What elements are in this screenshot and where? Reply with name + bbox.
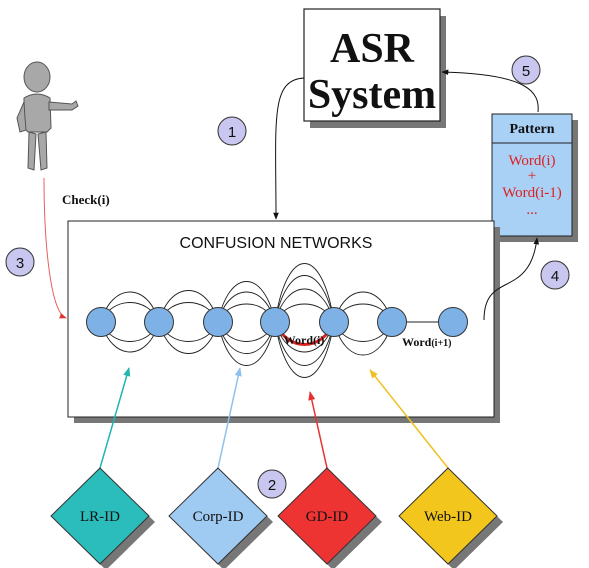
diamond-web-id: Web-ID bbox=[398, 467, 503, 568]
arrow-corp-id bbox=[217, 367, 242, 469]
network-node bbox=[319, 307, 349, 337]
step-5: 5 bbox=[511, 55, 541, 85]
asr-title-line1: ASR bbox=[330, 26, 415, 72]
diamond-label: Web-ID bbox=[424, 509, 472, 525]
step-number: 1 bbox=[228, 124, 236, 141]
pattern-item: + bbox=[528, 168, 536, 184]
step-number: 3 bbox=[16, 255, 24, 272]
diamond-corp-id: Corp-ID bbox=[168, 467, 273, 568]
network-node bbox=[86, 307, 116, 337]
arrow-pattern-to-asr bbox=[441, 69, 539, 113]
network-node bbox=[260, 307, 290, 337]
step-number: 2 bbox=[268, 477, 276, 494]
diamond-label: GD-ID bbox=[306, 509, 349, 525]
word-i-plus-1-label: Word(i+1) bbox=[402, 335, 451, 349]
network-node bbox=[144, 307, 174, 337]
diamond-label: Corp-ID bbox=[193, 509, 244, 525]
step-4: 4 bbox=[540, 260, 570, 290]
asr-title-line2: System bbox=[308, 72, 436, 118]
network-node bbox=[377, 307, 407, 337]
network-node bbox=[203, 307, 233, 337]
arrow-gd-id bbox=[308, 391, 328, 469]
pattern-item: ... bbox=[526, 202, 537, 218]
word-i-plus-1-main: Word bbox=[402, 335, 432, 349]
arrow-lr-id bbox=[99, 367, 131, 469]
arrow-check bbox=[43, 177, 67, 319]
pattern-box: Pattern Word(i) + Word(i-1) ... bbox=[491, 113, 578, 242]
diamond-lr-id: LR-ID bbox=[50, 467, 155, 568]
step-number: 4 bbox=[551, 268, 559, 285]
asr-system-box: ASR System bbox=[303, 8, 446, 128]
pattern-item: Word(i-1) bbox=[502, 185, 562, 201]
pattern-title: Pattern bbox=[509, 122, 554, 137]
confusion-networks-title: CONFUSION NETWORKS bbox=[180, 235, 373, 252]
step-2: 2 bbox=[257, 469, 287, 499]
arrow-asr-to-network bbox=[273, 77, 305, 220]
step-number: 5 bbox=[522, 63, 530, 80]
diamond-gd-id: GD-ID bbox=[277, 467, 382, 568]
word-i-label: Word(i) bbox=[284, 333, 325, 347]
arrow-web-id bbox=[369, 369, 449, 469]
diamond-label: LR-ID bbox=[80, 509, 120, 525]
word-i-plus-1-sub: (i+1) bbox=[431, 338, 451, 349]
network-nodes bbox=[86, 307, 468, 337]
pattern-item: Word(i) bbox=[508, 153, 555, 169]
network-node bbox=[438, 307, 468, 337]
check-label: Check(i) bbox=[62, 192, 110, 207]
step-1: 1 bbox=[217, 116, 247, 146]
person-figure bbox=[16, 61, 79, 171]
arrow-network-to-pattern bbox=[483, 237, 540, 321]
step-3: 3 bbox=[5, 247, 35, 277]
